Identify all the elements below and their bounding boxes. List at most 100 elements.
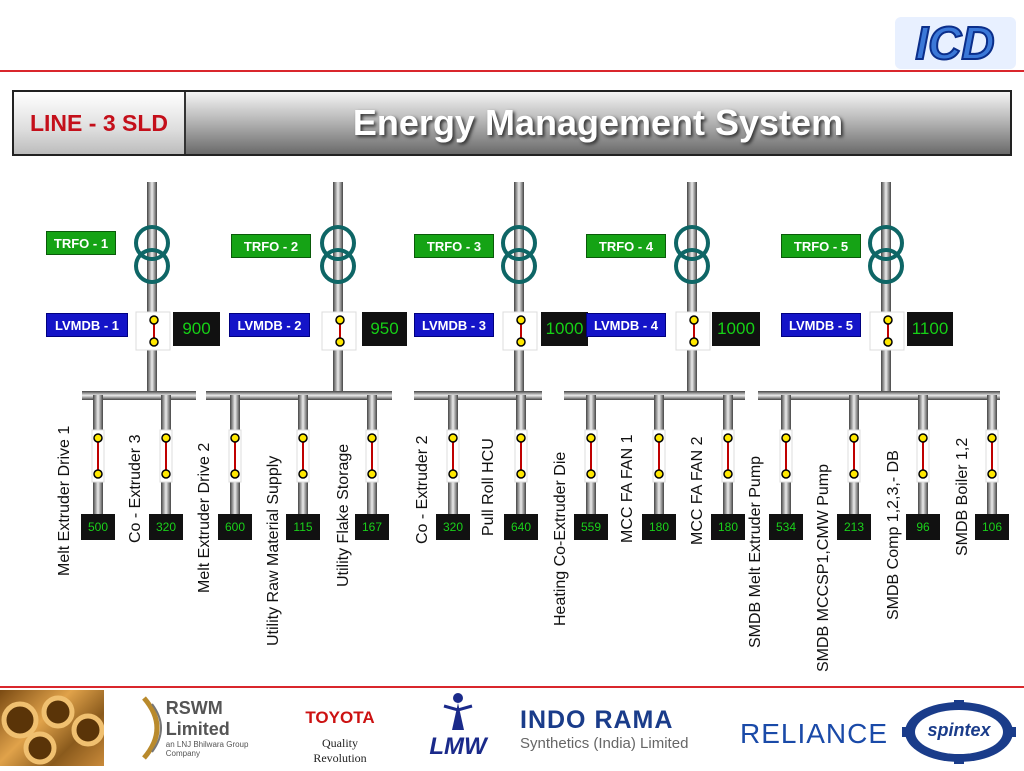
feeder-label-7: Pull Roll HCU xyxy=(480,438,497,536)
toyota-name: TOYOTA xyxy=(305,708,375,727)
feeder-label-14: SMDB Boiler 1,2 xyxy=(954,437,971,556)
feeder-label-9: MCC FA FAN 1 xyxy=(619,434,636,543)
indorama-logo: INDO RAMA Synthetics (India) Limited xyxy=(520,706,720,756)
feeder-label-2: Co - Extruder 3 xyxy=(127,434,144,543)
feeder-breaker-5-contact-top xyxy=(367,433,377,443)
trfo-label-5: TRFO - 5 xyxy=(781,234,861,258)
feeder-breaker-14-contact-top xyxy=(987,433,997,443)
feeder-meter-3: 600 xyxy=(218,514,252,540)
feeder-breaker-12-contact-top xyxy=(849,433,859,443)
transformer-coil-primary-icon xyxy=(134,225,170,261)
lvmdb-reading-2: 950 xyxy=(362,312,407,346)
feeder-breaker-2-contact-bottom xyxy=(161,469,171,479)
bus-bar xyxy=(414,391,542,400)
indorama-name: INDO RAMA xyxy=(520,706,674,734)
lvmdb-reading-1: 900 xyxy=(173,312,220,346)
feeder-breaker-6-contact-bottom xyxy=(448,469,458,479)
transformer-feed-bar xyxy=(333,182,343,394)
top-divider xyxy=(0,70,1024,72)
main-breaker-contact-bottom xyxy=(883,337,893,347)
feeder-breaker-14-contact-bottom xyxy=(987,469,997,479)
lmw-logo: LMW xyxy=(408,690,508,766)
feeder-breaker-9-contact-bottom xyxy=(654,469,664,479)
toyota-logo: TOYOTA Quality Revolution xyxy=(300,708,380,765)
spintex-gear-icon xyxy=(902,700,1016,764)
lvmdb-reading-3: 1000 xyxy=(541,312,588,346)
feeder-breaker-12-contact-bottom xyxy=(849,469,859,479)
feeder-meter-13: 96 xyxy=(906,514,940,540)
feeder-breaker-4-contact-top xyxy=(298,433,308,443)
feeder-meter-1: 500 xyxy=(81,514,115,540)
feeder-breaker-7-contact-bottom xyxy=(516,469,526,479)
transformer-feed-bar xyxy=(147,182,157,394)
transformer-coil-secondary-icon xyxy=(501,248,537,284)
feeder-breaker-11-contact-bottom xyxy=(781,469,791,479)
feeder-meter-4: 115 xyxy=(286,514,320,540)
feeder-breaker-8-contact-top xyxy=(586,433,596,443)
bus-bar xyxy=(82,391,196,400)
feeder-breaker-11-contact-top xyxy=(781,433,791,443)
trfo-label-2: TRFO - 2 xyxy=(231,234,311,258)
feeder-meter-7: 640 xyxy=(504,514,538,540)
feeder-label-1: Melt Extruder Drive 1 xyxy=(56,425,73,576)
main-breaker-contact-bottom xyxy=(689,337,699,347)
trfo-label-4: TRFO - 4 xyxy=(586,234,666,258)
transformer-coil-primary-icon xyxy=(320,225,356,261)
feeder-breaker-1-contact-bottom xyxy=(93,469,103,479)
lvmdb-label-5: LVMDB - 5 xyxy=(781,313,861,337)
feeder-label-13: SMDB Comp 1,2,3,- DB xyxy=(885,450,902,620)
feeder-breaker-1-contact-top xyxy=(93,433,103,443)
toyota-tagline: Quality Revolution xyxy=(313,736,367,765)
transformer-coil-secondary-icon xyxy=(868,248,904,284)
feeder-breaker-13-contact-bottom xyxy=(918,469,928,479)
lvmdb-reading-5: 1100 xyxy=(907,312,953,346)
line-label: LINE - 3 SLD xyxy=(14,92,186,154)
feeder-label-11: SMDB Melt Extruder Pump xyxy=(747,455,764,648)
feeder-breaker-7-contact-top xyxy=(516,433,526,443)
transformer-feed-bar xyxy=(881,182,891,394)
feeder-label-4: Utility Raw Material Supply xyxy=(265,455,282,646)
feeder-meter-9: 180 xyxy=(642,514,676,540)
feeder-meter-2: 320 xyxy=(149,514,183,540)
feeder-label-3: Melt Extruder Drive 2 xyxy=(196,442,213,593)
main-breaker-contact-bottom xyxy=(516,337,526,347)
feeder-breaker-4-contact-bottom xyxy=(298,469,308,479)
feeder-breaker-8-contact-bottom xyxy=(586,469,596,479)
feeder-label-10: MCC FA FAN 2 xyxy=(689,436,706,545)
rswm-logo: RSWM Limited an LNJ Bhilwara Group Compa… xyxy=(136,694,276,762)
transformer-feed-bar xyxy=(514,182,524,394)
spintex-name: spintex xyxy=(927,720,991,740)
feeder-label-6: Co - Extruder 2 xyxy=(414,435,431,544)
main-breaker-contact-bottom xyxy=(149,337,159,347)
rswm-subtitle: an LNJ Bhilwara Group Company xyxy=(165,740,249,758)
transformer-coil-primary-icon xyxy=(501,225,537,261)
transformer-coil-secondary-icon xyxy=(674,248,710,284)
trfo-label-3: TRFO - 3 xyxy=(414,234,494,258)
transformer-coil-secondary-icon xyxy=(320,248,356,284)
bottom-divider xyxy=(0,686,1024,688)
main-breaker-contact-top xyxy=(516,315,526,325)
feeder-breaker-2-contact-top xyxy=(161,433,171,443)
main-breaker-contact-top xyxy=(149,315,159,325)
bus-bar xyxy=(758,391,1000,400)
lvmdb-label-3: LVMDB - 3 xyxy=(414,313,494,337)
feeder-meter-8: 559 xyxy=(574,514,608,540)
feeder-breaker-3-contact-bottom xyxy=(230,469,240,479)
feeder-meter-11: 534 xyxy=(769,514,803,540)
main-breaker-contact-top xyxy=(689,315,699,325)
transformer-coil-primary-icon xyxy=(868,225,904,261)
reliance-logo: RELIANCE xyxy=(740,718,889,749)
main-breaker-contact-top xyxy=(335,315,345,325)
feeder-meter-10: 180 xyxy=(711,514,745,540)
feeder-label-8: Heating Co-Extruder Die xyxy=(552,451,569,626)
lvmdb-label-1: LVMDB - 1 xyxy=(46,313,128,337)
page-title: Energy Management System xyxy=(352,102,844,143)
lvmdb-reading-4: 1000 xyxy=(712,312,760,346)
single-line-diagram xyxy=(82,182,1000,525)
lvmdb-label-4: LVMDB - 4 xyxy=(586,313,666,337)
feeder-meter-5: 167 xyxy=(355,514,389,540)
transformer-feed-bar xyxy=(687,182,697,394)
feeder-breaker-10-contact-bottom xyxy=(723,469,733,479)
pipes-photo xyxy=(0,690,105,766)
feeder-breaker-5-contact-bottom xyxy=(367,469,377,479)
